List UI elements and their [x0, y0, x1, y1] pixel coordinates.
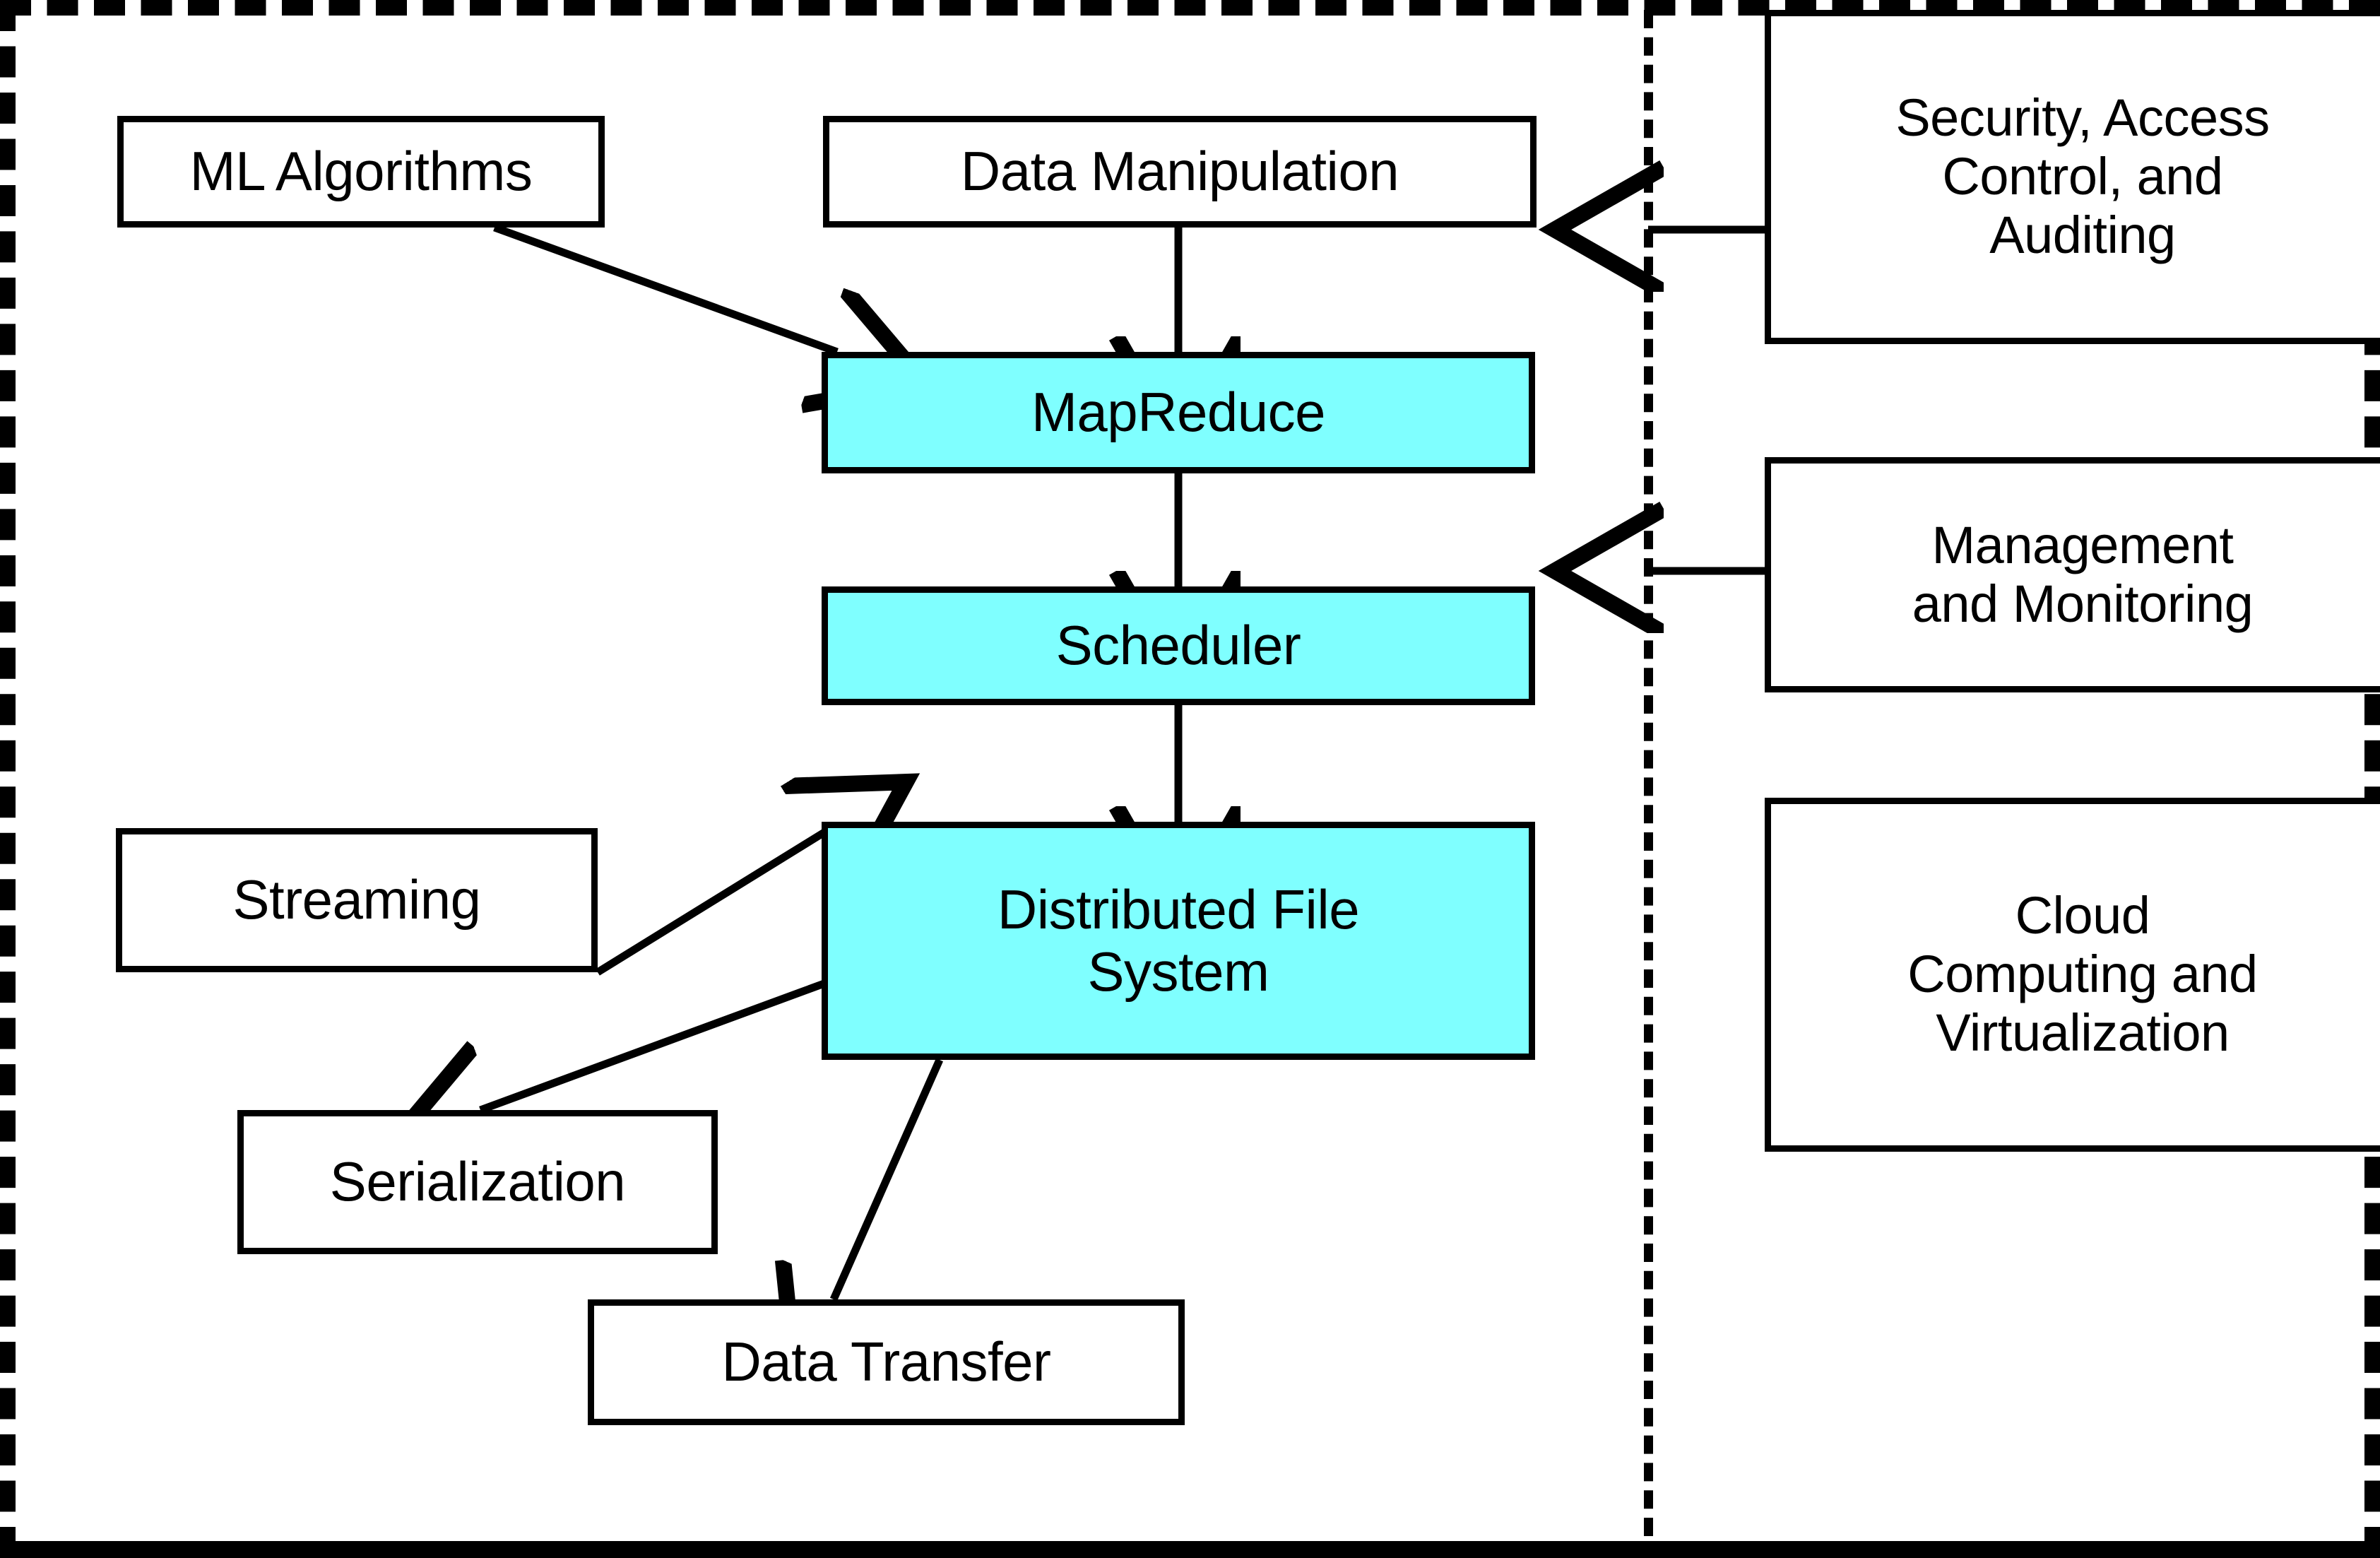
- panel-divider-dashed-line: [1644, 10, 1653, 1536]
- node-distributed-file-system[interactable]: Distributed File System: [822, 822, 1535, 1060]
- node-security-access-control-auditing-label: Security, Access Control, and Auditing: [1895, 88, 2270, 264]
- node-distributed-file-system-label: Distributed File System: [997, 878, 1360, 1003]
- node-data-transfer-label: Data Transfer: [721, 1330, 1051, 1393]
- node-mapreduce-label: MapReduce: [1031, 381, 1326, 444]
- edge-streaming-to-distributed-file-system: [596, 831, 827, 976]
- node-cloud-computing-and-virtualization[interactable]: Cloud Computing and Virtualization: [1765, 798, 2380, 1152]
- node-streaming-label: Streaming: [232, 868, 482, 931]
- node-serialization[interactable]: Serialization: [237, 1110, 718, 1254]
- node-scheduler[interactable]: Scheduler: [822, 586, 1535, 705]
- node-streaming[interactable]: Streaming: [116, 828, 598, 972]
- node-ml-algorithms-label: ML Algorithms: [189, 140, 533, 203]
- edge-distributed-file-system-to-data-transfer: [834, 1058, 944, 1299]
- node-mapreduce[interactable]: MapReduce: [822, 352, 1535, 473]
- outer-frame-left-edge: [0, 0, 16, 1558]
- node-ml-algorithms[interactable]: ML Algorithms: [117, 116, 605, 228]
- node-cloud-computing-and-virtualization-label: Cloud Computing and Virtualization: [1907, 886, 2258, 1062]
- edge-distributed-file-system-to-serialization: [480, 978, 829, 1110]
- node-data-transfer[interactable]: Data Transfer: [588, 1299, 1185, 1425]
- node-data-manipulation-label: Data Manipulation: [960, 140, 1399, 203]
- edge-ml-algorithms-to-mapreduce: [493, 223, 837, 352]
- outer-frame-bottom-band: [0, 1541, 2380, 1558]
- node-security-access-control-auditing[interactable]: Security, Access Control, and Auditing: [1765, 10, 2380, 344]
- node-management-and-monitoring-label: Management and Monitoring: [1912, 515, 2254, 633]
- node-management-and-monitoring[interactable]: Management and Monitoring: [1765, 457, 2380, 692]
- node-serialization-label: Serialization: [329, 1150, 626, 1213]
- node-data-manipulation[interactable]: Data Manipulation: [823, 116, 1537, 228]
- node-scheduler-label: Scheduler: [1055, 614, 1301, 677]
